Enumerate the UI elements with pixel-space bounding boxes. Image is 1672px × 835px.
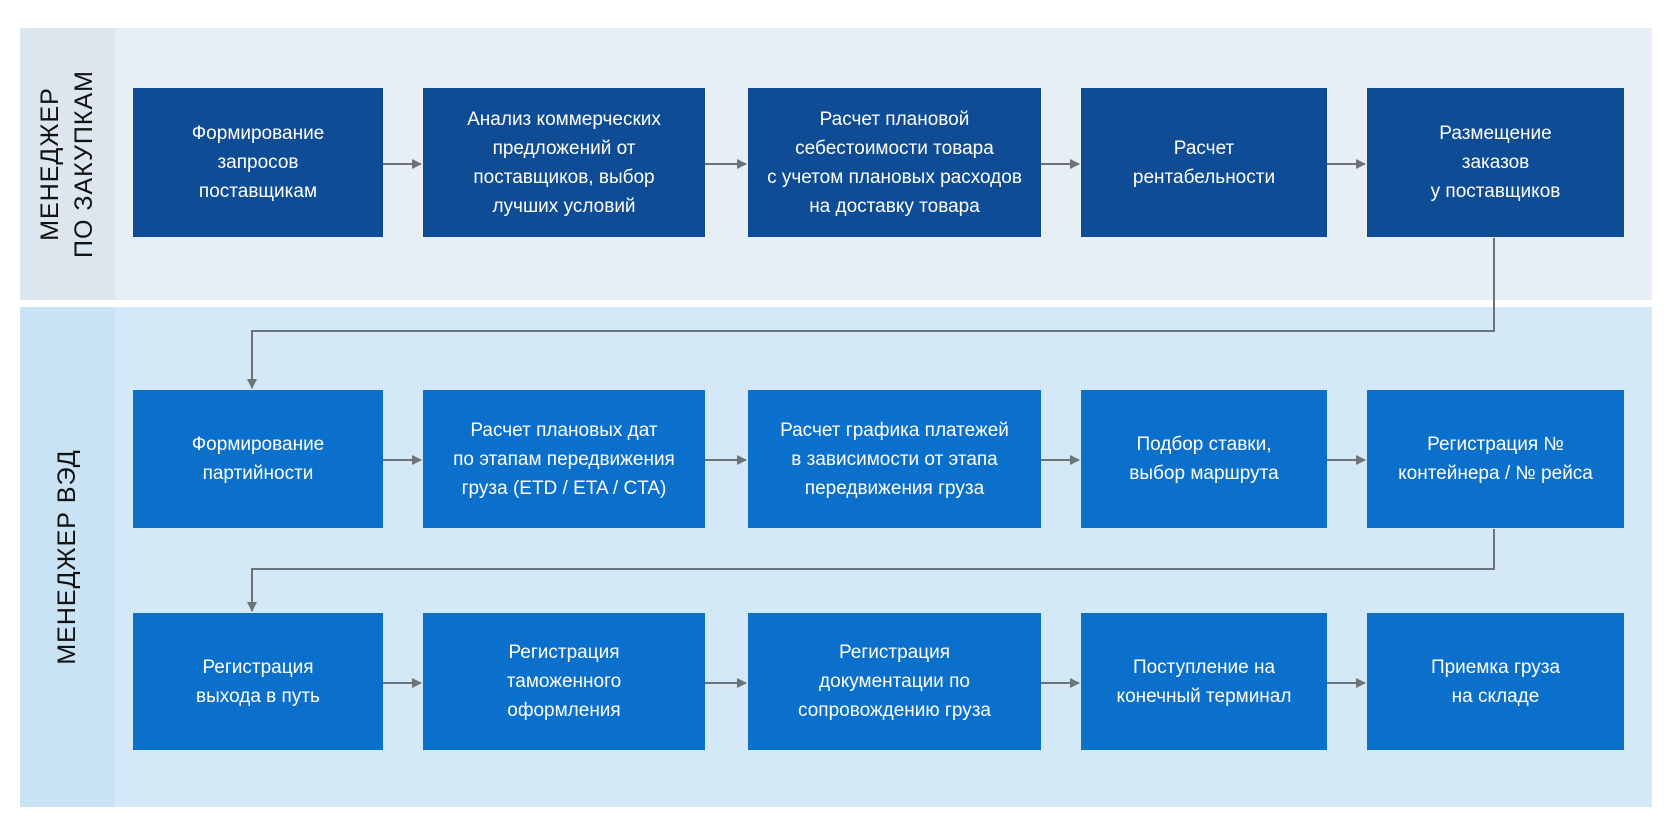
step-box-4: Расчет рентабельности: [1081, 88, 1327, 237]
step-box-8: Расчет графика платежей в зависимости от…: [748, 390, 1041, 528]
step-box-10: Регистрация № контейнера / № рейса: [1367, 390, 1624, 528]
step-box-12: Регистрация таможенного оформления: [423, 613, 705, 750]
step-box-7: Расчет плановых дат по этапам передвижен…: [423, 390, 705, 528]
step-box-13: Регистрация документации по сопровождени…: [748, 613, 1041, 750]
step-box-9: Подбор ставки, выбор маршрута: [1081, 390, 1327, 528]
step-box-15: Приемка груза на складе: [1367, 613, 1624, 750]
step-box-14: Поступление на конечный терминал: [1081, 613, 1327, 750]
lane-label-purchasing: МЕНЕДЖЕР ПО ЗАКУПКАМ: [36, 70, 98, 258]
lane-header-fea: МЕНЕДЖЕР ВЭД: [20, 307, 115, 807]
step-box-6: Формирование партийности: [133, 390, 383, 528]
step-box-2: Анализ коммерческих предложений от поста…: [423, 88, 705, 237]
lane-label-fea: МЕНЕДЖЕР ВЭД: [53, 449, 81, 665]
step-box-3: Расчет плановой себестоимости товара с у…: [748, 88, 1041, 237]
step-box-11: Регистрация выхода в путь: [133, 613, 383, 750]
lane-header-purchasing: МЕНЕДЖЕР ПО ЗАКУПКАМ: [20, 28, 115, 300]
step-box-5: Размещение заказов у поставщиков: [1367, 88, 1624, 237]
step-box-1: Формирование запросов поставщикам: [133, 88, 383, 237]
